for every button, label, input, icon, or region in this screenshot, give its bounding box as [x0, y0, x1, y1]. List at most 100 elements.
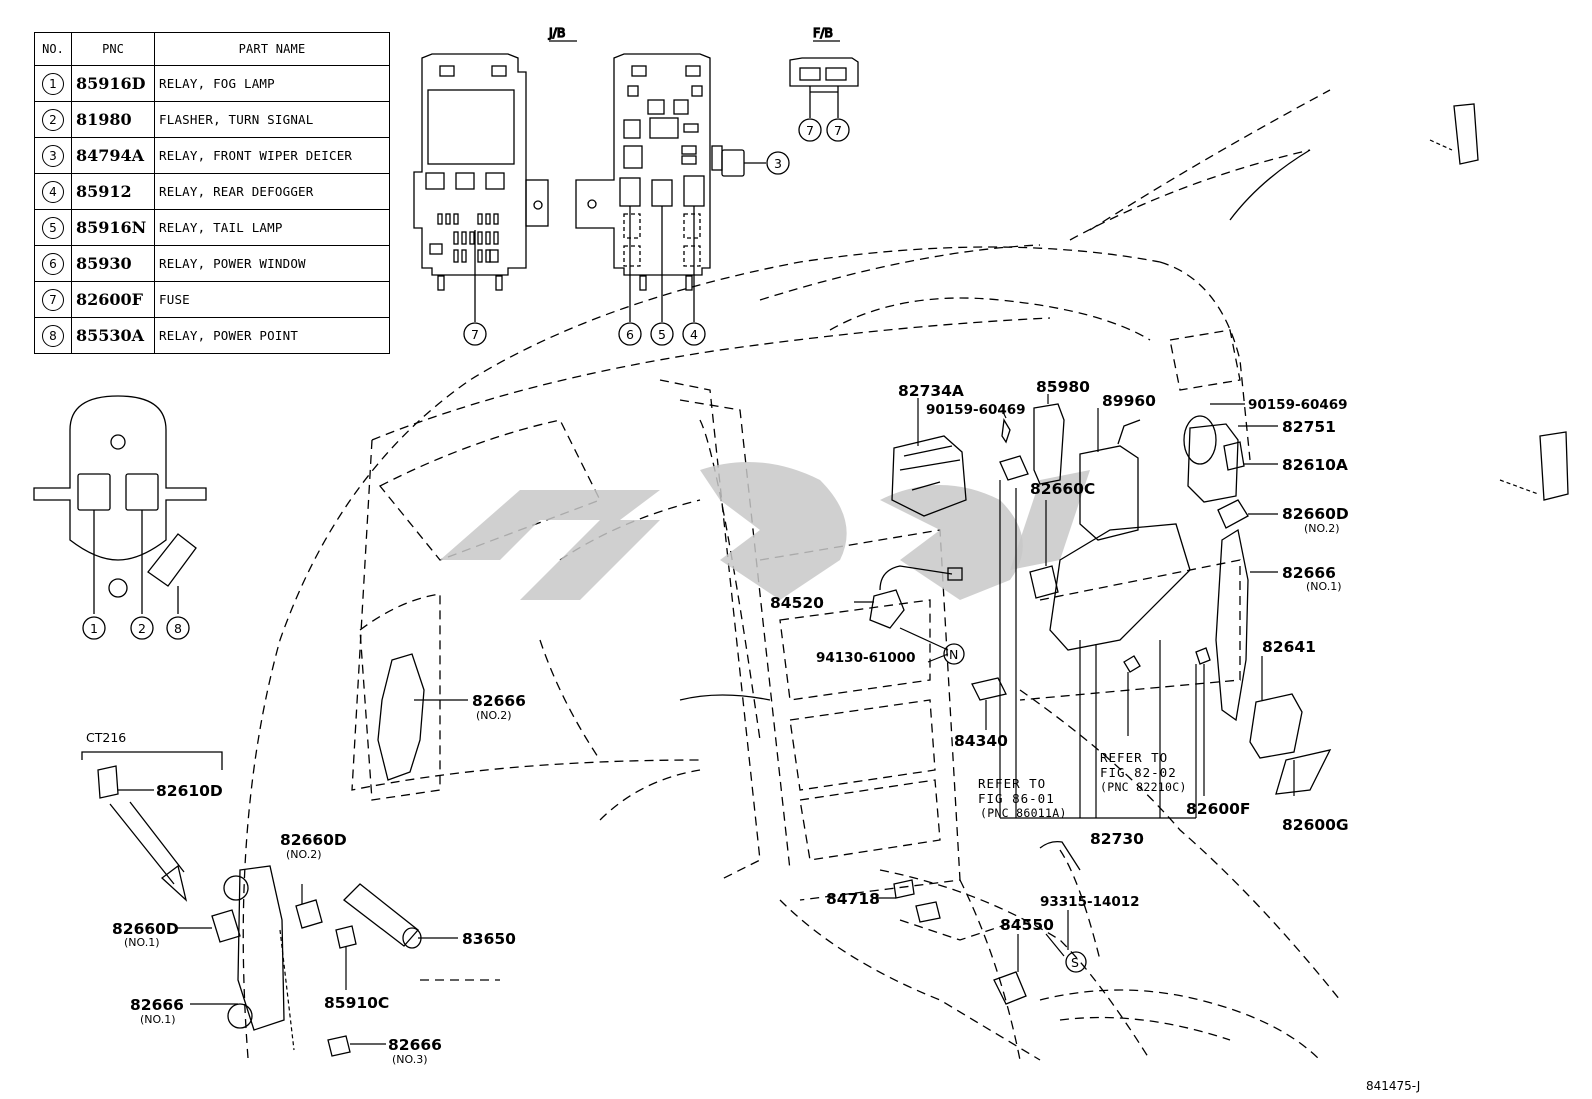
ct216-label: CT216 [86, 730, 126, 745]
label-82666-no1-sub: (NO.1) [140, 1013, 176, 1026]
label-82660d-right: 82660D [1282, 505, 1349, 523]
table-row: 1 85916D RELAY, FOG LAMP [34, 65, 390, 102]
turn-signal-flasher [125, 473, 159, 511]
parts-table: NO. PNC PART NAME 1 85916D RELAY, FOG LA… [34, 32, 390, 354]
row-number: 5 [42, 216, 64, 239]
junction-block-inset: J/B F/B [413, 24, 859, 346]
bracket-outline [33, 395, 207, 561]
label-82660d-right-sub: (NO.2) [1304, 522, 1340, 535]
part-85980 [1033, 403, 1065, 485]
callout-8: 8 [174, 621, 182, 636]
part-82610a [1223, 441, 1245, 471]
label-82730: 82730 [1090, 830, 1144, 848]
ct216-inset: CT216 [81, 730, 223, 902]
jb-relay [425, 172, 445, 190]
label-82660c: 82660C [1030, 480, 1095, 498]
label-89960: 89960 [1102, 392, 1156, 410]
row-pnc: 84794A [71, 137, 155, 174]
relay-bracket-inset: 1 2 8 [33, 395, 207, 640]
arrow-icon [109, 801, 188, 902]
connector-right [1539, 431, 1569, 501]
part-82641 [1249, 693, 1303, 759]
row-part-name: RELAY, REAR DEFOGGER [154, 173, 390, 210]
relay-block-82734a [891, 435, 967, 517]
part-82660d-right [1217, 499, 1249, 529]
label-84520: 84520 [770, 594, 824, 612]
label-82751: 82751 [1282, 418, 1336, 436]
table-row: 4 85912 RELAY, REAR DEFOGGER [34, 173, 390, 210]
part-84340 [971, 677, 1007, 701]
part-89960 [1079, 445, 1139, 541]
relay-slot-5 [651, 179, 673, 207]
jb-bracket [525, 179, 549, 227]
callout-6: 6 [626, 327, 634, 342]
label-82641: 82641 [1262, 638, 1316, 656]
bracket-82666-right [1215, 528, 1249, 722]
label-82666-mid: 82666 [472, 692, 526, 710]
fog-lamp-relay [77, 473, 111, 511]
label-90159-right: 90159-60469 [1248, 397, 1348, 413]
callout-7: 7 [834, 123, 842, 138]
row-part-name: RELAY, POWER WINDOW [154, 245, 390, 282]
label-82666-mid-sub: (NO.2) [476, 709, 512, 722]
components [97, 103, 1569, 1057]
callout-n: N [949, 647, 958, 662]
label-82666-right-sub: (NO.1) [1306, 580, 1342, 593]
row-pnc: 85916N [71, 209, 155, 246]
callout-2: 2 [138, 621, 146, 636]
jb-front-outline [413, 53, 527, 276]
header-pnc: PNC [71, 32, 155, 66]
label-82600f: 82600F [1186, 800, 1251, 818]
relay-deicer [721, 149, 745, 177]
ref2-line2: FIG 82-02 [1100, 765, 1177, 780]
watermark-logo [440, 462, 1090, 600]
callout-5: 5 [658, 327, 666, 342]
label-83650: 83650 [462, 930, 516, 948]
label-82610a: 82610A [1282, 456, 1348, 474]
row-part-name: RELAY, FRONT WIPER DEICER [154, 137, 390, 174]
part-82660c-upper [999, 455, 1029, 481]
jb-tab [439, 65, 455, 77]
part-84550 [993, 971, 1027, 1005]
part-82610d [97, 765, 119, 799]
label-82666-no1: 82666 [130, 996, 184, 1014]
jb-relay [455, 172, 475, 190]
part-84520 [869, 589, 905, 629]
table-row: 7 82600F FUSE [34, 281, 390, 318]
fb-header: F/B [813, 25, 833, 40]
table-row: 3 84794A RELAY, FRONT WIPER DEICER [34, 137, 390, 174]
row-pnc: 81980 [71, 101, 155, 138]
label-82660d-no2-sub: (NO.2) [286, 848, 322, 861]
callout-1: 1 [90, 621, 98, 636]
label-84550: 84550 [1000, 916, 1054, 934]
table-row: 2 81980 FLASHER, TURN SIGNAL [34, 101, 390, 138]
relay-slot-4 [683, 175, 705, 207]
part-82600g [1275, 749, 1332, 795]
table-row: 8 85530A RELAY, POWER POINT [34, 317, 390, 354]
ecu-82730 [1049, 523, 1191, 651]
relay-82751 [1187, 423, 1239, 503]
label-84718: 84718 [826, 890, 880, 908]
part-83650 [343, 883, 419, 947]
part-84718 [893, 879, 915, 899]
row-pnc: 85530A [71, 317, 155, 354]
part-82660d-lower [211, 909, 241, 943]
callout-3: 3 [774, 156, 782, 171]
row-number: 2 [42, 108, 64, 131]
part-82660c [1029, 565, 1059, 599]
label-85910c: 85910C [324, 994, 389, 1012]
row-part-name: FLASHER, TURN SIGNAL [154, 101, 390, 138]
row-part-name: FUSE [154, 281, 390, 318]
part-labels: 82734A 90159-60469 85980 89960 90159-604… [112, 378, 1349, 1066]
label-82660d-no1-sub: (NO.1) [124, 936, 160, 949]
label-82600g: 82600G [1282, 816, 1349, 834]
label-85980: 85980 [1036, 378, 1090, 396]
bracket-82666-lower [237, 865, 285, 1031]
row-number: 7 [42, 288, 64, 311]
connector-top-right [1453, 103, 1479, 165]
jb-tab [491, 65, 507, 77]
header-no: NO. [34, 32, 72, 66]
dashboard-outline [242, 89, 1341, 1061]
label-82666-no3: 82666 [388, 1036, 442, 1054]
